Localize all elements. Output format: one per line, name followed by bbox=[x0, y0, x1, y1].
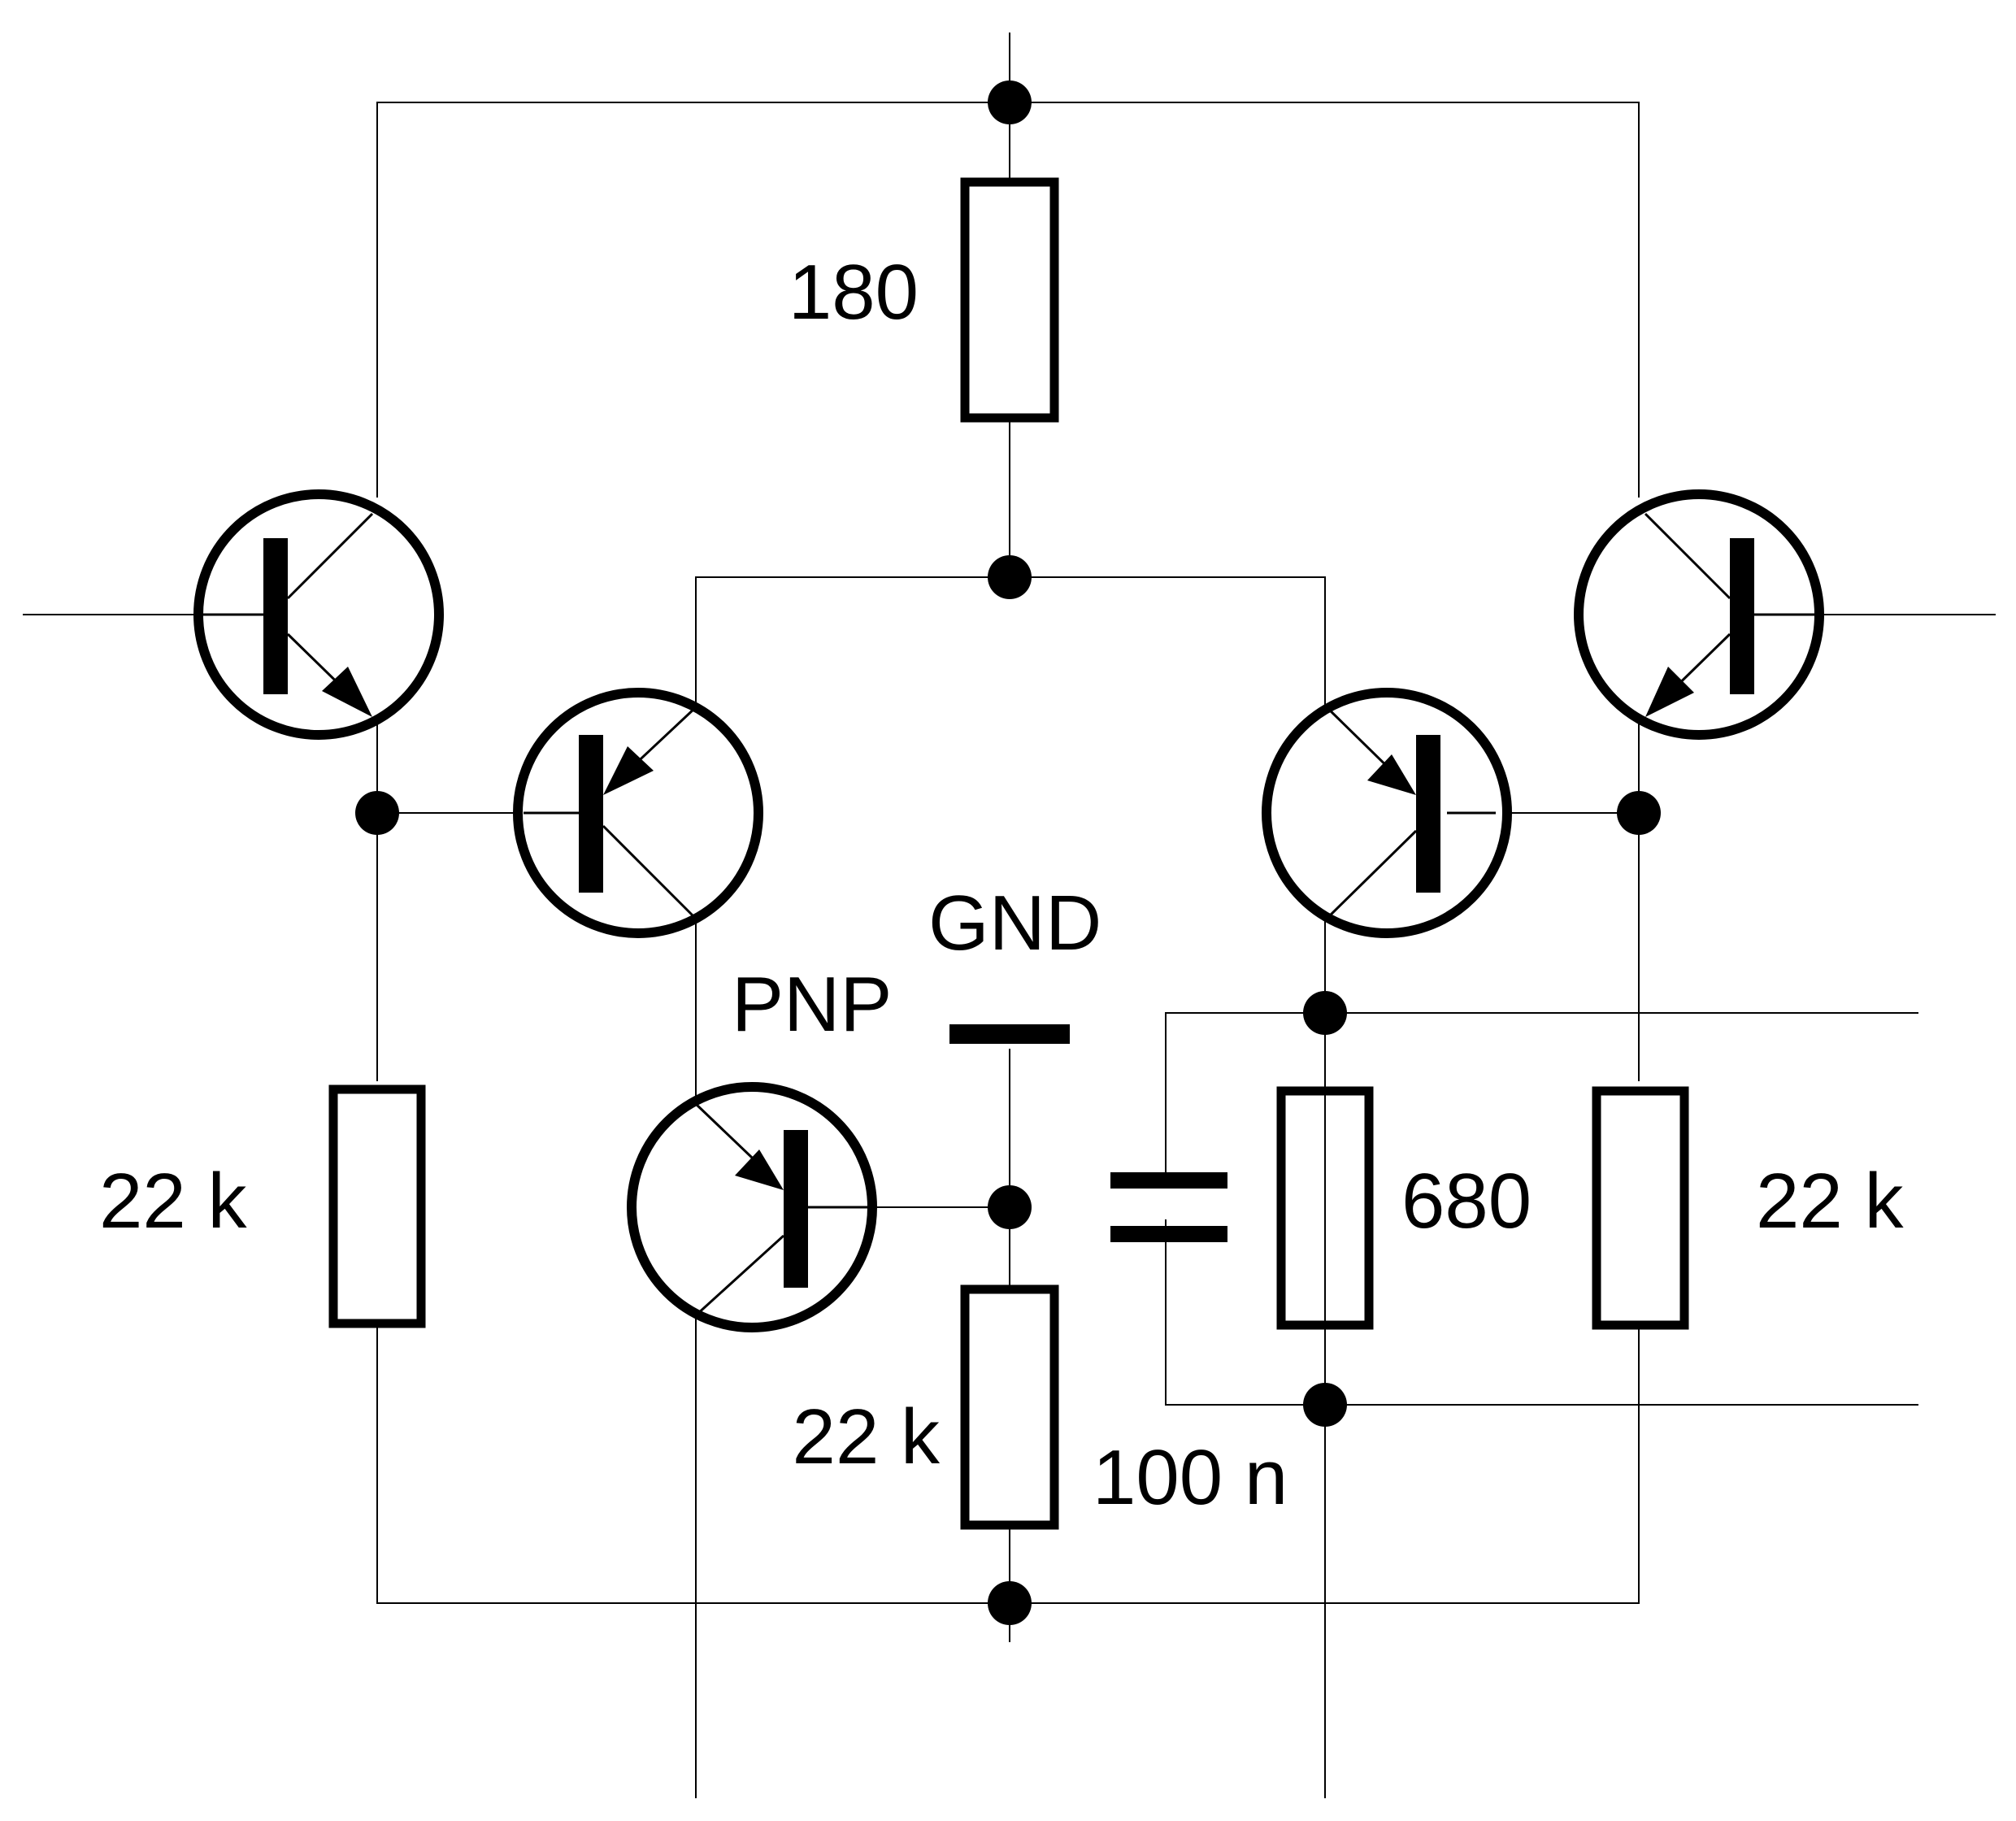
resistor-22k-center bbox=[960, 1284, 1059, 1530]
resistors bbox=[328, 177, 1689, 1530]
capacitor-plate-top bbox=[1110, 1172, 1227, 1189]
q4-base-bar bbox=[1416, 735, 1440, 893]
resistor-22k-right bbox=[1592, 1086, 1689, 1330]
junction-center bbox=[988, 1185, 1032, 1229]
q1-collector bbox=[286, 512, 374, 600]
resistor-22k-left bbox=[328, 1084, 426, 1328]
q1-body bbox=[193, 489, 444, 740]
q1-base-bar bbox=[263, 538, 288, 694]
q2-base-bar bbox=[579, 735, 603, 893]
q4-emitter-arrow-icon bbox=[1367, 754, 1416, 795]
q4-body bbox=[1262, 688, 1512, 938]
q3-base-bar bbox=[784, 1130, 808, 1288]
wire-rc-bottom bbox=[1165, 1219, 1918, 1406]
wires bbox=[23, 33, 1996, 1798]
q5-base-bar bbox=[1730, 538, 1754, 694]
transistor-q1-npn bbox=[193, 489, 444, 740]
q5-body bbox=[1574, 489, 1824, 740]
resistor-180 bbox=[960, 177, 1059, 423]
label-r-left: 22 k bbox=[99, 1158, 247, 1245]
q2-emitter-arrow-icon bbox=[603, 746, 654, 795]
label-r-top: 180 bbox=[789, 249, 919, 336]
label-cap: 100 n bbox=[1093, 1434, 1288, 1521]
q5-emitter-arrow-icon bbox=[1645, 667, 1694, 717]
wire-rc-top bbox=[1165, 1012, 1918, 1146]
labels: 180 22 k 22 k 680 22 k 100 n PNP GND bbox=[99, 249, 1904, 1521]
q3-collector bbox=[694, 1234, 785, 1317]
transistor-q3-pnp bbox=[627, 1082, 877, 1332]
q2-body bbox=[513, 688, 763, 938]
junction-bottom bbox=[988, 1581, 1032, 1625]
q5-collector bbox=[1644, 512, 1731, 600]
wire-bottom-rail bbox=[376, 1327, 1640, 1604]
transistor-q4-pnp bbox=[1262, 688, 1512, 938]
transistor-q2-pnp bbox=[513, 688, 763, 938]
q1-emitter-arrow-icon bbox=[322, 667, 372, 717]
q3-emitter-arrow-icon bbox=[735, 1150, 784, 1190]
label-r-right: 22 k bbox=[1756, 1158, 1904, 1245]
label-r-emitter: 680 bbox=[1401, 1158, 1532, 1245]
transistor-q5-npn bbox=[1574, 489, 1824, 740]
junction-top bbox=[988, 80, 1032, 124]
wire-inner-rail bbox=[695, 576, 1326, 911]
capacitor-plate-bottom bbox=[1110, 1226, 1227, 1242]
label-pnp: PNP bbox=[732, 961, 892, 1048]
q4-collector bbox=[1323, 829, 1418, 922]
wire-top-rail bbox=[376, 102, 1640, 498]
junction-right-base bbox=[1617, 791, 1661, 835]
junction-inner-rail bbox=[988, 555, 1032, 599]
label-r-center: 22 k bbox=[793, 1393, 941, 1480]
label-gnd: GND bbox=[928, 880, 1101, 967]
q2-collector bbox=[602, 824, 697, 920]
junction-left-base bbox=[355, 791, 399, 835]
junctions bbox=[355, 80, 1661, 1625]
ground-symbol bbox=[949, 1024, 1070, 1044]
capacitor-100n bbox=[1110, 1146, 1227, 1242]
